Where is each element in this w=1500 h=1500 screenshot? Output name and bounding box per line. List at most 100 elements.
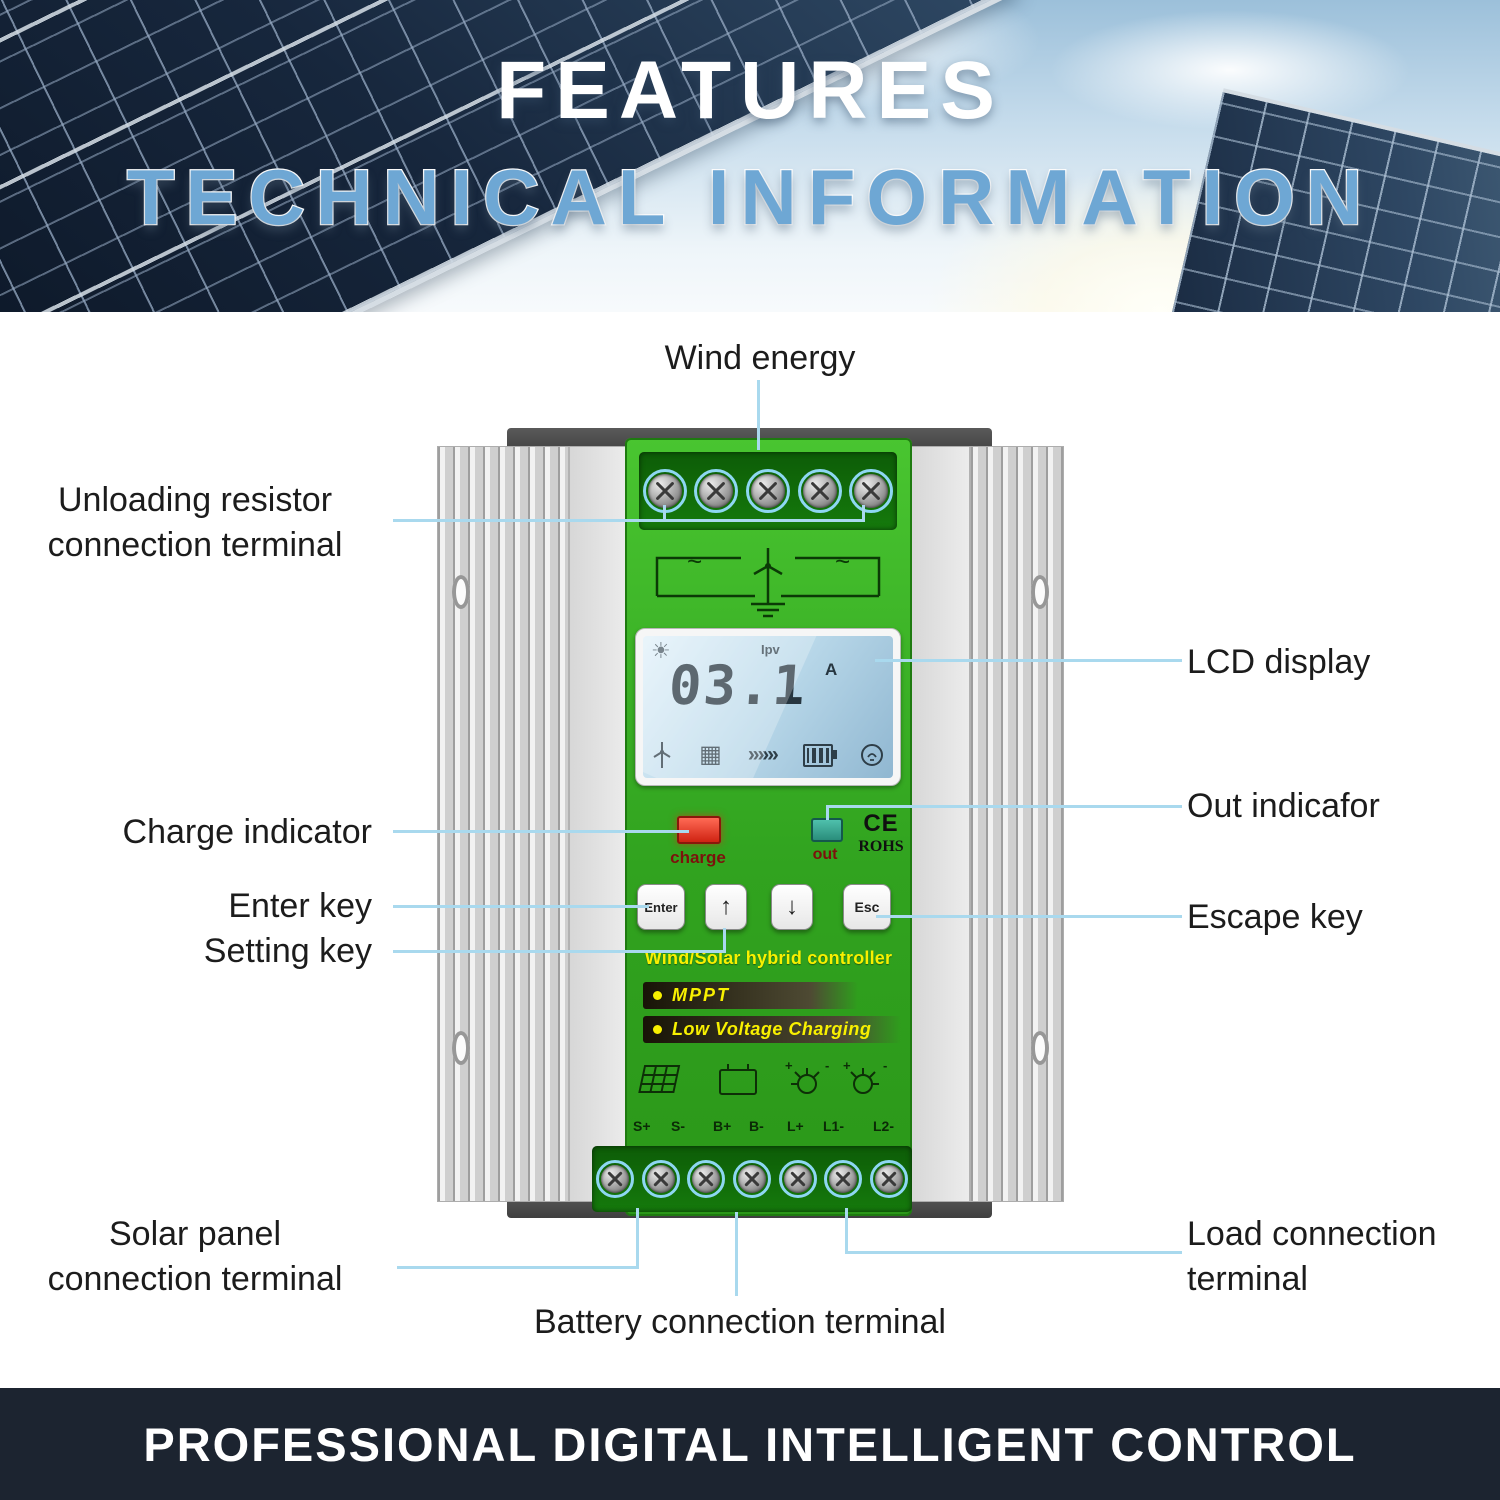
- button-row: Enter ↑ ↓ Esc: [625, 884, 912, 932]
- low-voltage-charging-badge: Low Voltage Charging: [643, 1016, 901, 1043]
- screw-terminal: [600, 1165, 629, 1193]
- terminal-highlight-ring: [778, 1160, 817, 1198]
- lamp-io-icon: [850, 1068, 879, 1094]
- terminal-highlight-ring: [641, 1160, 680, 1198]
- svg-text:+: +: [843, 1058, 851, 1073]
- callout-enter-key: Enter key: [228, 887, 372, 925]
- controller-front-panel: ~ ~ ☀ Ipv 03.1 A: [625, 438, 912, 1216]
- callout-load-line2: terminal: [1187, 1260, 1308, 1298]
- screw-terminal: [802, 474, 837, 508]
- footer-text: PROFESSIONAL DIGITAL INTELLIGENT CONTROL: [143, 1417, 1357, 1471]
- screw-terminal: [692, 1165, 721, 1193]
- right-heatsink: [910, 446, 1064, 1202]
- leader-tick-solar: [636, 1208, 639, 1269]
- callout-unloading-line2: connection terminal: [47, 526, 343, 564]
- lcd-unit: A: [825, 660, 838, 679]
- terminal-label-s-plus: S+: [633, 1118, 651, 1134]
- terminal-highlight-ring: [745, 469, 790, 513]
- terminal-label-b-minus: B-: [749, 1118, 764, 1134]
- terminal-label-l1-minus: L1-: [823, 1118, 844, 1134]
- output-terminal-block: [592, 1146, 912, 1212]
- bullet-dot-icon: [653, 991, 662, 1000]
- terminal-highlight-ring: [797, 469, 842, 513]
- leader-line-lcd: [875, 659, 1182, 662]
- right-heatsink-plate: [911, 447, 971, 1201]
- left-heatsink: [437, 446, 629, 1202]
- terminal-label-row: S+ S- B+ B- L+ L1- L2-: [625, 1118, 912, 1138]
- screw-terminal: [647, 474, 682, 508]
- left-heatsink-plate: [568, 447, 628, 1201]
- out-led: [811, 818, 843, 842]
- lamp-io-icon: [791, 1068, 820, 1094]
- terminal-label-l-plus: L+: [787, 1118, 804, 1134]
- down-arrow-button: ↓: [771, 884, 813, 930]
- lcd-channel-label: Ipv: [761, 642, 780, 657]
- charge-flow-arrows-icon: »»»: [747, 743, 779, 766]
- screw-terminal: [829, 1165, 858, 1193]
- solar-panel-icon: ▦: [699, 741, 722, 768]
- terminal-highlight-ring: [687, 1160, 726, 1198]
- callout-escape-key: Escape key: [1187, 898, 1363, 936]
- leader-line-out: [826, 805, 1182, 808]
- wind-turbine-icon: [653, 742, 671, 768]
- mppt-badge-label: MPPT: [672, 985, 731, 1005]
- callout-charge-indicator: Charge indicator: [122, 813, 372, 851]
- charge-led-label: charge: [670, 848, 726, 867]
- leader-tick-load: [845, 1208, 848, 1254]
- leader-line-unloading: [393, 519, 865, 522]
- wind-solar-hybrid-controller: ~ ~ ☀ Ipv 03.1 A: [437, 428, 1064, 1218]
- wind-turbine-schematic: ~ ~: [655, 546, 881, 618]
- lvc-badge-label: Low Voltage Charging: [672, 1019, 872, 1039]
- rohs-mark: ROHS: [858, 838, 904, 855]
- terminal-highlight-ring: [694, 469, 739, 513]
- terminal-highlight-ring: [595, 1160, 634, 1198]
- leader-tick-setting: [723, 928, 726, 953]
- callout-solar-line2: connection terminal: [47, 1260, 343, 1298]
- terminal-label-b-plus: B+: [713, 1118, 732, 1134]
- ce-mark: CE: [863, 810, 899, 837]
- leader-line-wind: [757, 380, 760, 450]
- leader-tick-out: [826, 805, 829, 820]
- callout-solar-line1: Solar panel: [108, 1215, 281, 1253]
- mounting-hole: [452, 1031, 470, 1065]
- mounting-hole: [1031, 575, 1049, 609]
- svg-text:-: -: [883, 1058, 887, 1073]
- callout-setting-key: Setting key: [203, 932, 372, 970]
- ac-wave-symbol: ~: [835, 546, 850, 576]
- io-icon-row: + - + -: [638, 1058, 887, 1095]
- mppt-badge: MPPT: [643, 982, 858, 1009]
- callout-load-line1: Load connection: [1187, 1215, 1437, 1253]
- battery-icon: [802, 743, 837, 767]
- callout-load-terminal: Load connection terminal: [1187, 1212, 1467, 1302]
- terminal-label-l2-minus: L2-: [873, 1118, 894, 1134]
- product-name: Wind/Solar hybrid controller: [644, 948, 893, 968]
- indicator-row: charge out CE ROHS: [625, 810, 912, 872]
- sun-icon: ☀: [651, 638, 671, 663]
- screw-terminal: [737, 1165, 766, 1193]
- ac-wave-symbol: ~: [687, 546, 702, 576]
- mounting-hole: [1031, 1031, 1049, 1065]
- certification-marks: CE ROHS: [851, 810, 911, 856]
- leader-line-solar: [397, 1266, 639, 1269]
- up-arrow-button: ↑: [705, 884, 747, 930]
- leader-tick-unloading-right: [862, 505, 865, 521]
- callout-out-indicator: Out indicafor: [1187, 787, 1380, 825]
- leader-tick-unloading-left: [663, 505, 666, 521]
- callout-unloading-line1: Unloading resistor: [57, 481, 333, 519]
- screw-terminal: [783, 1165, 812, 1193]
- terminal-highlight-ring: [849, 469, 894, 513]
- mounting-hole: [452, 575, 470, 609]
- lcd-status-icons: ▦ »»»: [651, 738, 885, 772]
- load-bulb-icon: [860, 744, 883, 766]
- callout-lcd-display: LCD display: [1187, 643, 1371, 681]
- out-led-label: out: [812, 846, 838, 863]
- svg-text:+: +: [785, 1058, 793, 1073]
- leader-line-escape: [876, 915, 1182, 918]
- leader-line-setting: [393, 950, 726, 953]
- leader-line-enter: [393, 905, 649, 908]
- leader-line-charge: [393, 830, 689, 833]
- terminal-label-s-minus: S-: [671, 1118, 685, 1134]
- screw-terminal: [750, 474, 785, 508]
- screw-terminal: [875, 1165, 904, 1193]
- battery-io-icon: [719, 1064, 757, 1095]
